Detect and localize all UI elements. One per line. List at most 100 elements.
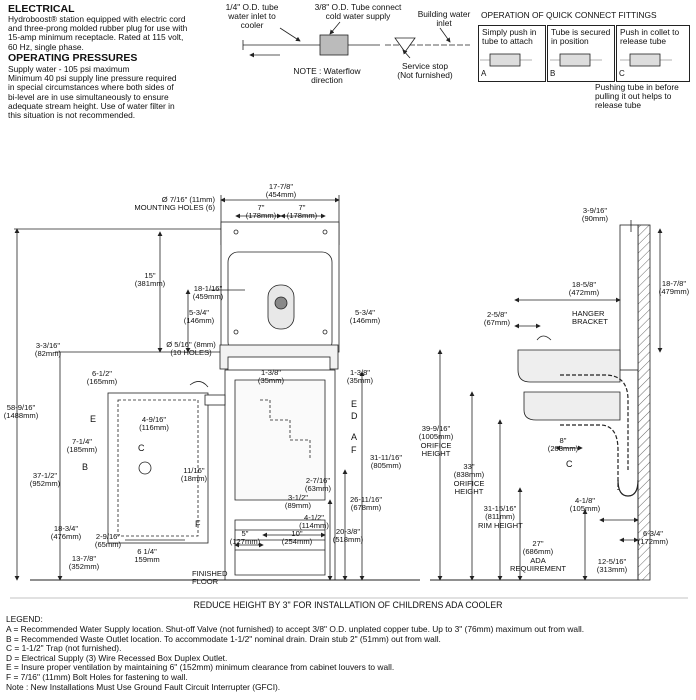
dim-line: (686mm): [522, 547, 554, 557]
dim-line: (165mm): [86, 377, 118, 387]
dim-line: (479mm): [658, 287, 690, 297]
panel-letter: C: [619, 69, 625, 78]
dim-714: 7-1/4"(185mm): [64, 437, 100, 455]
label-line: cold water supply: [325, 11, 391, 22]
dim-line: 15": [144, 271, 156, 280]
dim-line: 7": [257, 203, 265, 212]
dim-line: RIM HEIGHT: [478, 520, 523, 530]
dim-line: 5-3/4": [354, 308, 375, 317]
legend-item: E = Insure proper ventilation by maintai…: [6, 662, 395, 673]
front-view: [14, 195, 420, 581]
footnote-line: release tube: [595, 100, 642, 111]
legend-item: A = Recommended Water Supply location. S…: [6, 624, 585, 634]
dim-line: 6-3/4": [642, 529, 663, 538]
dim-line: (35mm): [346, 376, 374, 386]
dim-line: 4-9/16": [141, 415, 167, 424]
dim-line: 12-5/16": [597, 557, 627, 566]
dim-line: 26-11/16": [349, 495, 383, 504]
dim-line: 1-3/8": [349, 368, 370, 377]
dim-138-right: 1-3/8"(35mm): [343, 368, 377, 386]
dim-line: (146mm): [349, 316, 381, 326]
dim-3712: 37-1/2"(952mm): [27, 471, 63, 489]
pressures-line: Supply water - 105 psi maximum: [8, 64, 130, 74]
dim-1858: 18-5/8"(472mm): [565, 280, 603, 298]
label-line: 1/4" O.D. tube: [225, 2, 279, 12]
dim-line: (352mm): [68, 562, 100, 572]
callout-e-right: E: [351, 399, 358, 409]
dim-line: (116mm): [139, 423, 169, 433]
dim-line: (454mm): [265, 190, 297, 200]
dim-line: (459mm): [192, 292, 224, 302]
electrical-text: Hydroboost® station equipped with electr…: [8, 14, 208, 52]
dim-line: 2-9/16": [95, 532, 121, 541]
pressures-line: in special circumstances where both side…: [8, 82, 174, 93]
dim-line: (127mm): [229, 537, 261, 547]
fittings-title: OPERATION OF QUICK CONNECT FITTINGS: [481, 10, 657, 20]
dim-534-left: 5-3/4"(146mm): [178, 308, 220, 326]
label-line: Service stop: [401, 61, 449, 71]
dim-width: 17-7/8"(454mm): [255, 182, 307, 200]
dim-line: 58-9/16": [6, 403, 36, 412]
legend-item: D = Electrical Supply (3) Wire Recessed …: [6, 652, 228, 663]
dim-312: 3-1/2"(89mm): [281, 493, 315, 511]
label-line: water inlet to: [228, 11, 276, 22]
dim-line: 13-7/8": [71, 554, 97, 563]
callout-a: A: [351, 432, 358, 442]
tube-connect-label: 3/8" O.D. Tube connect cold water supply: [303, 2, 413, 22]
dim-line: Ø 5/16" (8mm): [166, 340, 216, 349]
label-line: 3/8" O.D. Tube connect: [314, 2, 402, 12]
dim-line: (472mm): [568, 288, 600, 298]
caption-line: release tube: [620, 36, 667, 47]
panel-caption: Push in collet to release tube: [620, 27, 679, 47]
dim-line: (518mm): [332, 535, 364, 545]
caption-line: tube to attach: [482, 36, 533, 47]
dim-line: ADA: [530, 555, 546, 565]
waterflow-note: NOTE : Waterflow direction: [282, 66, 372, 86]
dim-614: 6 1/4"159mm: [130, 547, 164, 565]
dim-1378: 13-7/8"(352mm): [66, 554, 102, 572]
dim-line: 3-9/16": [582, 206, 608, 215]
dim-line: (178mm): [286, 211, 318, 221]
dim-2716: 2-7/16"(63mm): [300, 476, 336, 494]
label-line: direction: [311, 75, 343, 86]
dim-line: 33": [463, 462, 475, 471]
dim-634: 6-3/4"(172mm): [634, 529, 672, 547]
electrical-line: 15-amp minimum receptacle. Rated at 115 …: [8, 32, 184, 43]
dim-line: (254mm): [281, 537, 313, 547]
dim-line: (1488mm): [3, 411, 39, 421]
panel-letter: B: [550, 69, 556, 78]
legend-item: C = 1-1/2" Trap (not furnished).: [6, 643, 122, 654]
dim-line: (381mm): [134, 279, 166, 289]
dim-line: 31-11/16": [369, 453, 403, 462]
pressures-heading: OPERATING PRESSURES: [8, 52, 138, 64]
dim-1878: 18-7/8"(479mm): [655, 279, 693, 297]
fitting-panel-b: Tube is secured in position B: [547, 25, 615, 82]
reduce-height-note: REDUCE HEIGHT BY 3" FOR INSTALLATION OF …: [193, 600, 503, 610]
dim-line: 18-3/4": [53, 524, 79, 533]
electrical-line: 60 Hz, single phase.: [8, 41, 84, 52]
dim-418: 4-1/8"(105mm): [566, 496, 604, 514]
dim-8: 8"(203mm): [546, 436, 580, 454]
footnote-line: Pushing tube in before: [595, 82, 679, 92]
dim-line: (63mm): [304, 484, 332, 494]
legend-item: Note : New Installations Must Use Ground…: [6, 681, 281, 692]
dim-15: 15"(381mm): [130, 271, 170, 289]
dim-line: HEIGHT: [421, 449, 451, 459]
dim-line: (476mm): [50, 532, 82, 542]
side-view: [430, 220, 663, 581]
fitting-panel-c: Push in collet to release tube C: [616, 25, 690, 82]
dim-412: 4-1/2"(114mm): [296, 513, 332, 531]
dim-line: 27": [532, 539, 544, 548]
dim-258: 2-5/8"(67mm): [480, 310, 514, 328]
dim-612: 6-1/2"(165mm): [84, 369, 120, 387]
panel-caption: Simply push in tube to attach: [482, 27, 536, 47]
dim-line: (203mm): [547, 444, 579, 454]
dim-5891: 58-9/16"(1488mm): [1, 403, 41, 421]
callout-f-right: F: [351, 445, 357, 455]
callout-e-left: E: [90, 414, 97, 424]
electrical-heading: ELECTRICAL: [8, 3, 75, 15]
electrical-line: and three-prong molded rubber plug for u…: [8, 23, 188, 34]
